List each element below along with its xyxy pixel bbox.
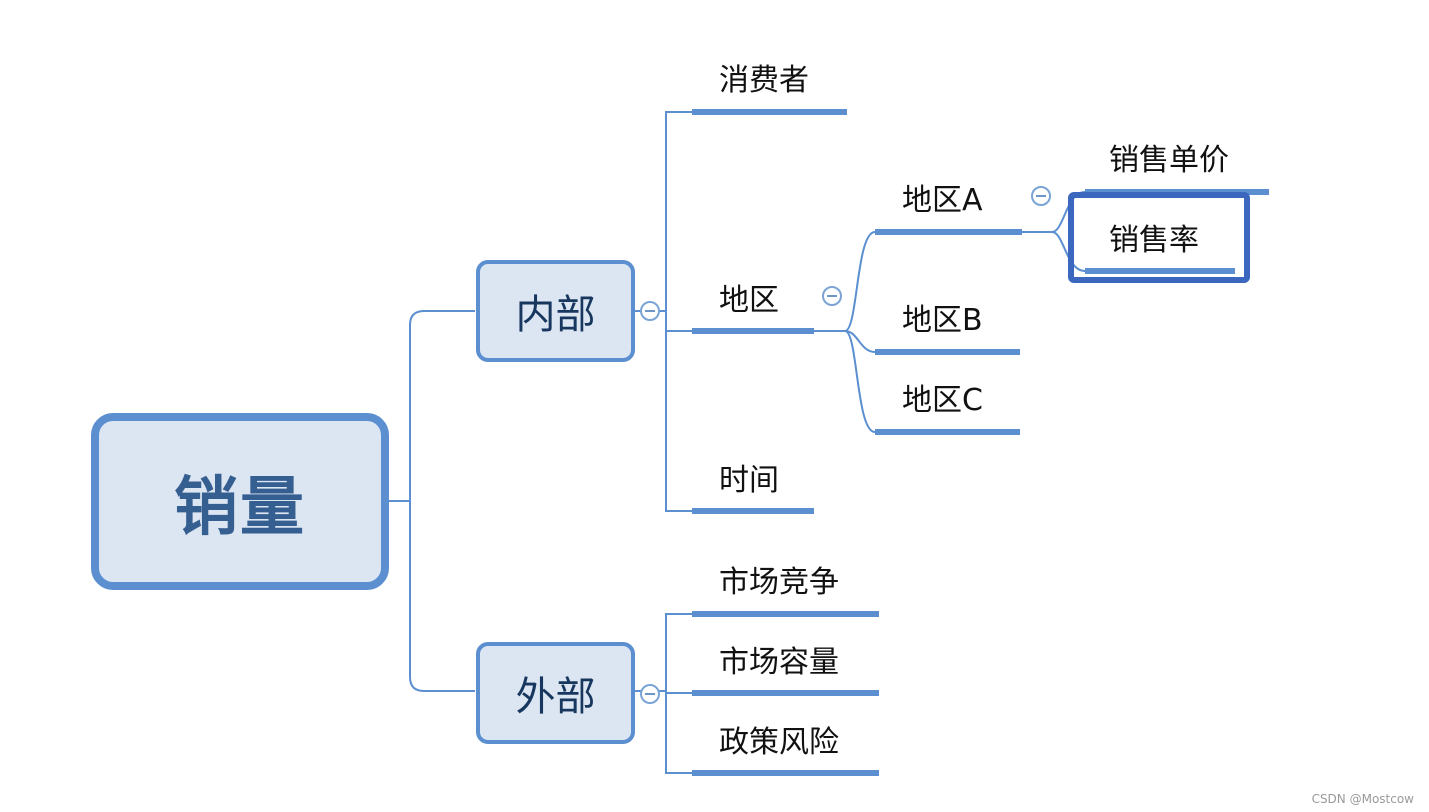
- competition-label: 市场竞争: [719, 565, 839, 600]
- region-b-label: 地区B: [902, 303, 983, 338]
- consumer-underline: [692, 109, 847, 115]
- capacity-underline: [692, 690, 879, 696]
- region-c-underline: [875, 429, 1020, 435]
- competition-underline: [692, 611, 879, 617]
- internal-node[interactable]: 内部: [476, 260, 635, 362]
- connector-root-internal: [409, 310, 475, 692]
- sales-rate-underline: [1085, 268, 1235, 274]
- root-node[interactable]: 销量: [91, 413, 389, 590]
- region-a-underline: [875, 229, 1022, 235]
- region-b-underline: [875, 349, 1020, 355]
- collapse-region-a-icon[interactable]: [1031, 186, 1051, 206]
- internal-label: 内部: [515, 292, 596, 338]
- selection-highlight: [1068, 192, 1250, 283]
- connector-sales-rate: [1051, 231, 1086, 272]
- root-label: 销量: [174, 470, 306, 545]
- collapse-external-icon[interactable]: [640, 684, 660, 704]
- region-underline: [692, 328, 814, 334]
- region-label: 地区: [719, 283, 779, 318]
- policy-risk-label: 政策风险: [719, 725, 839, 760]
- region-c-label: 地区C: [902, 383, 983, 418]
- time-underline: [692, 508, 814, 514]
- sales-rate-label: 销售率: [1109, 223, 1199, 258]
- region-a-label: 地区A: [902, 183, 983, 218]
- policy-risk-underline: [692, 770, 879, 776]
- connector-internal-bracket: [665, 111, 692, 512]
- time-label: 时间: [719, 463, 779, 498]
- collapse-internal-icon[interactable]: [640, 301, 660, 321]
- external-node[interactable]: 外部: [476, 642, 635, 744]
- external-label: 外部: [515, 674, 596, 720]
- capacity-label: 市场容量: [719, 645, 839, 680]
- consumer-label: 消费者: [719, 63, 809, 98]
- unit-price-label: 销售单价: [1109, 143, 1229, 178]
- connector-region-c: [844, 330, 876, 433]
- connector-region-a: [814, 231, 876, 332]
- watermark-text: CSDN @Mostcow: [1311, 792, 1414, 806]
- collapse-region-icon[interactable]: [822, 286, 842, 306]
